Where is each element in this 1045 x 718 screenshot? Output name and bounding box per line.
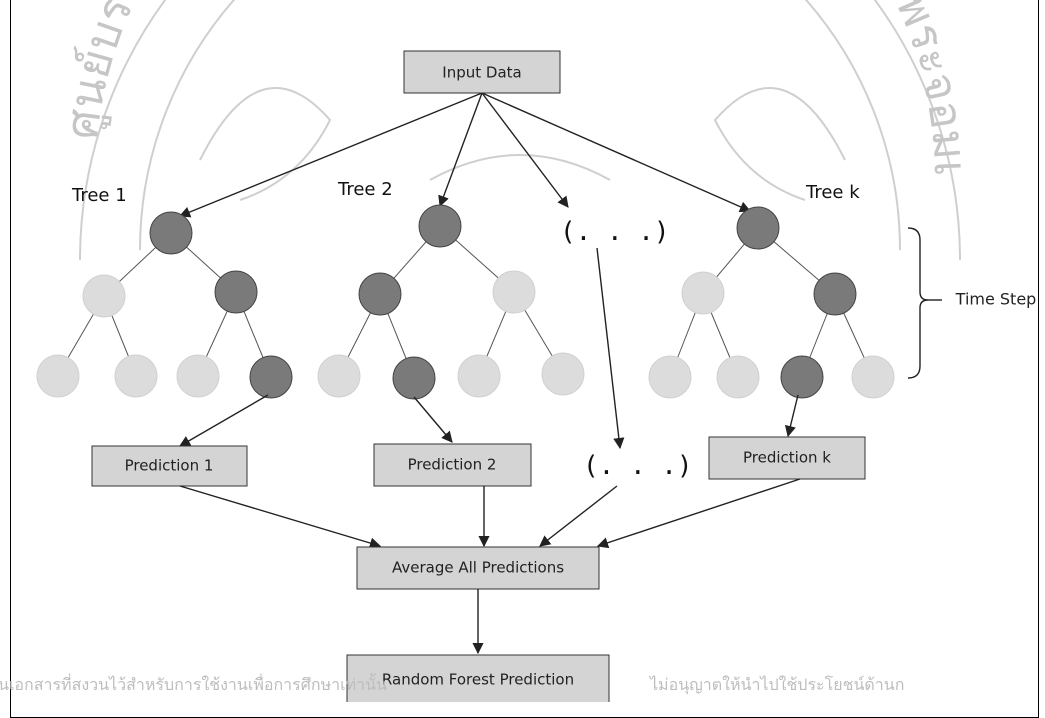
prediction-2-label: Prediction 2 bbox=[408, 456, 497, 474]
predictions-ellipsis: (. . .) bbox=[583, 451, 693, 481]
tree-1-node bbox=[82, 274, 126, 318]
tree-2-leaf bbox=[541, 352, 585, 396]
prediction-k-label: Prediction k bbox=[743, 449, 831, 467]
tree-k-root-node bbox=[736, 206, 780, 250]
tree-1-leaf bbox=[176, 354, 220, 398]
tree-2-node bbox=[358, 272, 402, 316]
tree-1 bbox=[36, 211, 293, 399]
watermark-seal: ศูนย์บรรณสารและสื่อการศึกษา มหาวิทยาลัยเ… bbox=[0, 0, 978, 261]
prediction-k-box: Prediction k bbox=[708, 436, 866, 480]
tree-1-leaf bbox=[114, 354, 158, 398]
tree-1-leaf-selected bbox=[249, 355, 293, 399]
time-step-label: Time Step bbox=[955, 290, 1037, 309]
random-forest-prediction-box: Random Forest Prediction bbox=[346, 654, 610, 702]
tree-k-label: Tree k bbox=[805, 182, 860, 203]
tree-k-node bbox=[813, 272, 857, 316]
tree-2-leaf-selected bbox=[392, 356, 436, 400]
tree-2-label: Tree 2 bbox=[337, 179, 393, 200]
input-data-label: Input Data bbox=[442, 64, 521, 82]
input-edges bbox=[178, 92, 752, 218]
tree-1-label: Tree 1 bbox=[71, 185, 127, 206]
tree-1-node bbox=[214, 270, 258, 314]
tree-k-node bbox=[681, 271, 725, 315]
tree-k-leaf bbox=[716, 355, 760, 399]
tree-2 bbox=[317, 204, 585, 400]
tree-1-leaf bbox=[36, 354, 80, 398]
average-predictions-box: Average All Predictions bbox=[356, 546, 600, 590]
tree-k bbox=[648, 206, 895, 399]
tree-k-leaf-selected bbox=[780, 355, 824, 399]
tree-k-leaf bbox=[851, 355, 895, 399]
random-forest-prediction-label: Random Forest Prediction bbox=[382, 671, 574, 689]
tree-2-node bbox=[492, 270, 536, 314]
prediction-1-box: Prediction 1 bbox=[91, 445, 248, 487]
average-predictions-label: Average All Predictions bbox=[392, 559, 564, 577]
time-step-bracket bbox=[907, 227, 942, 379]
prediction-2-box: Prediction 2 bbox=[373, 443, 532, 487]
input-data-box: Input Data bbox=[403, 50, 561, 94]
footer-watermark-left: นเอกสารที่สงวนไว้สำหรับการใช้งานเพื่อการ… bbox=[0, 673, 387, 694]
tree-2-root-node bbox=[418, 204, 462, 248]
random-forest-diagram: ศูนย์บรรณสารและสื่อการศึกษา มหาวิทยาลัยเ… bbox=[0, 0, 1037, 702]
prediction-1-label: Prediction 1 bbox=[125, 457, 214, 475]
trees-ellipsis: (. . .) bbox=[560, 217, 670, 247]
tree-2-leaf bbox=[317, 354, 361, 398]
tree-1-root-node bbox=[149, 211, 193, 255]
footer-watermark-right: ไม่อนุญาตให้นำไปใช้ประโยชน์ด้านก bbox=[648, 675, 904, 695]
tree-k-leaf bbox=[648, 355, 692, 399]
tree-2-leaf bbox=[457, 354, 501, 398]
